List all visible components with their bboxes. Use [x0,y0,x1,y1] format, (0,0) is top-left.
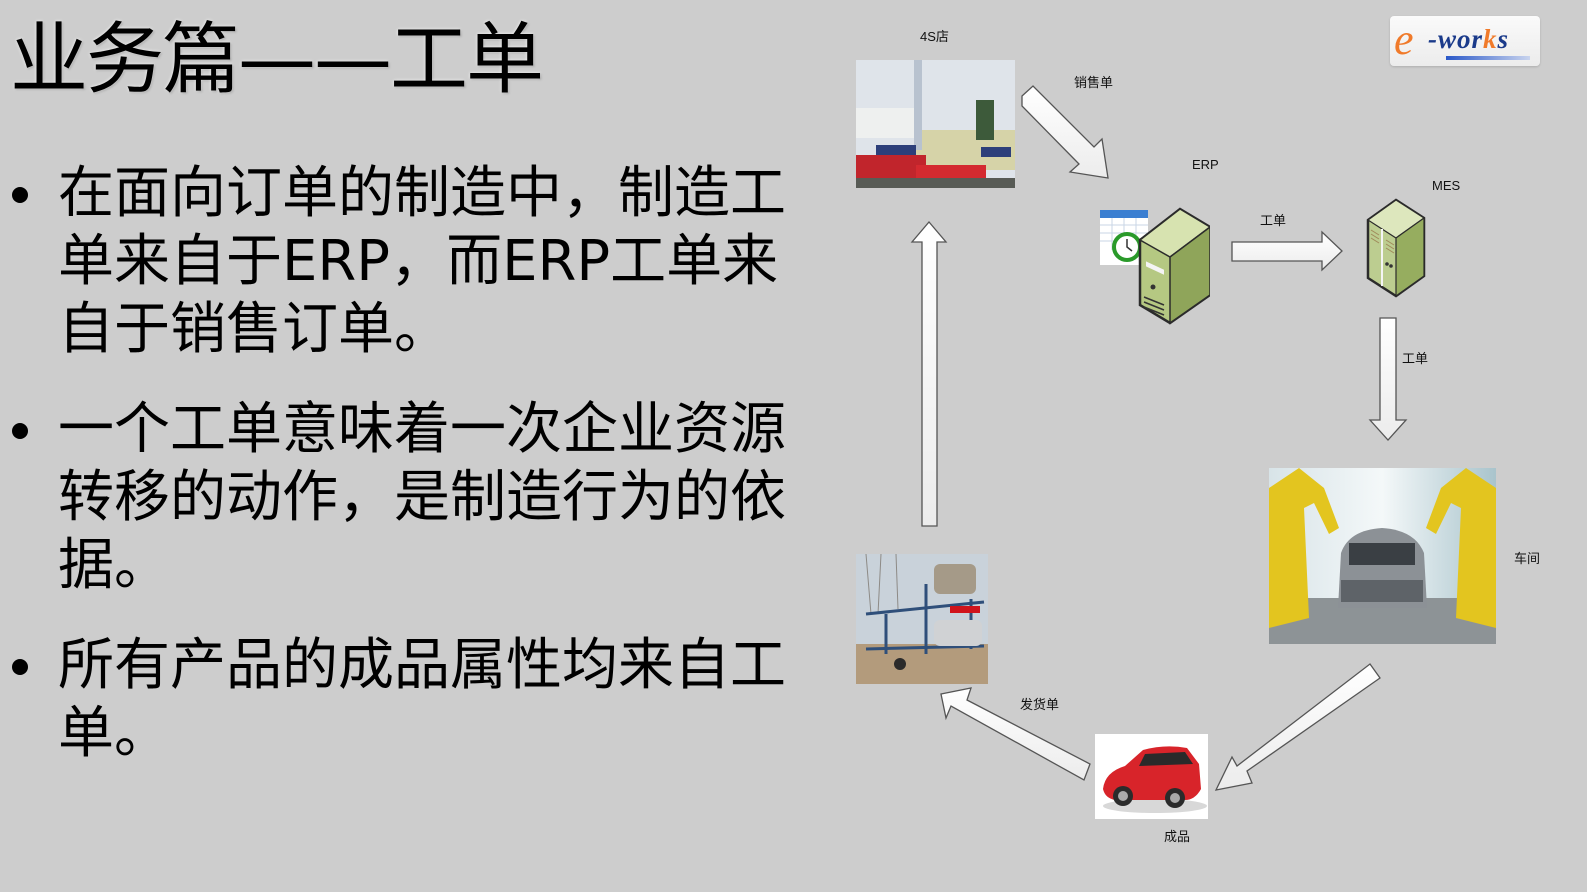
node-label-product: 成品 [1164,829,1191,844]
node-label-workshop: 车间 [1514,551,1541,566]
bullet-dot-icon [12,187,28,203]
logo-works: -works [1428,24,1510,54]
logo-underline [1446,56,1530,60]
red-suv-photo [1095,734,1208,819]
bullet-item: 所有产品的成品属性均来自工单。 [12,632,792,768]
logo-e: e [1394,15,1414,64]
car-dealership-photo [856,60,1015,188]
eworks-logo: e -works [1390,15,1540,66]
bullet-dot-icon [12,423,28,439]
robot-assembly-line-photo [1269,468,1496,644]
bullet-item: 在面向订单的制造中，制造工单来自于ERP，而ERP工单来自于销售订单。 [12,160,792,364]
slide-title: 业务篇——工单 [10,15,544,105]
bullet-list: 在面向订单的制造中，制造工单来自于ERP，而ERP工单来自于销售订单。 一个工单… [12,160,792,800]
arrow-erp-to-mes [1231,230,1343,272]
car-carrier-truck-photo [856,554,988,684]
arrow-workshop-to-product [1214,663,1381,791]
arrow-mes-to-workshop [1368,317,1408,441]
arrow-product-to-transport [940,687,1091,781]
mainframe-server-icon [1366,198,1428,298]
node-label-mes: MES [1432,178,1461,193]
node-label-dealer: 4S店 [920,29,949,44]
edge-label-mes-to-workshop: 工单 [1402,351,1429,366]
node-label-erp: ERP [1192,157,1219,172]
edge-label-dealer-to-erp: 销售单 [1074,75,1114,90]
bullet-text: 所有产品的成品属性均来自工单。 [58,633,786,766]
bullet-item: 一个工单意味着一次企业资源转移的动作，是制造行为的依据。 [12,396,792,600]
bullet-text: 在面向订单的制造中，制造工单来自于ERP，而ERP工单来自于销售订单。 [58,161,786,362]
server-with-calendar-clock-icon [1098,205,1210,325]
arrow-dealer-to-erp [1021,85,1109,179]
edge-label-product-to-transport: 发货单 [1020,697,1060,712]
bullet-text: 一个工单意味着一次企业资源转移的动作，是制造行为的依据。 [58,397,786,598]
edge-label-erp-to-mes: 工单 [1260,213,1287,228]
arrow-transport-to-dealer [910,220,948,527]
bullet-dot-icon [12,659,28,675]
